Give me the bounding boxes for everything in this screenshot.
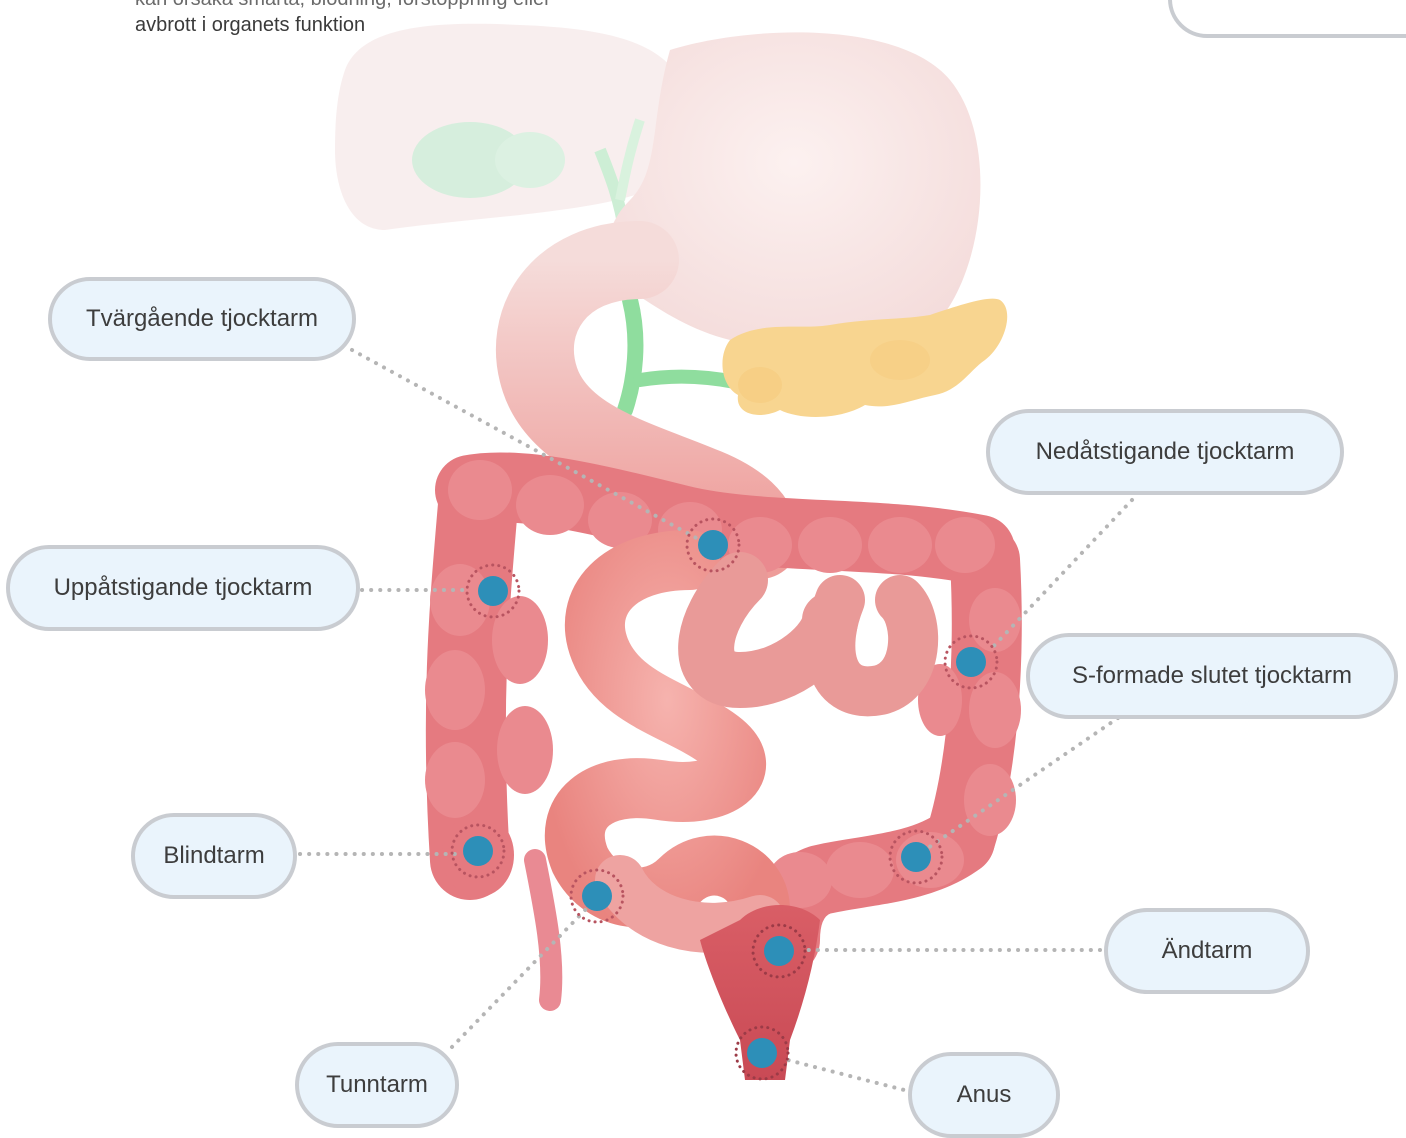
label-rectum-text: Ändtarm [1162,937,1253,965]
label-sigmoid-colon-text: S-formade slutet tjocktarm [1072,662,1352,690]
corner-pill[interactable] [1168,0,1406,38]
label-transverse-colon-text: Tvärgående tjocktarm [86,305,318,333]
label-ascending-colon-text: Uppåtstigande tjocktarm [54,574,313,602]
intro-text: kan orsaka smärta, blödning, förstoppnin… [135,0,551,38]
label-descending-colon-text: Nedåtstigande tjocktarm [1036,438,1295,466]
label-cecum-text: Blindtarm [163,842,264,870]
label-small-intestine[interactable]: Tunntarm [295,1042,459,1128]
label-transverse-colon[interactable]: Tvärgående tjocktarm [48,277,356,361]
label-ascending-colon[interactable]: Uppåtstigande tjocktarm [6,545,360,631]
label-small-intestine-text: Tunntarm [326,1071,428,1099]
intro-line-1: kan orsaka smärta, blödning, förstoppnin… [135,0,551,12]
label-sigmoid-colon[interactable]: S-formade slutet tjocktarm [1026,633,1398,719]
label-descending-colon[interactable]: Nedåtstigande tjocktarm [986,409,1344,495]
intro-line-2: avbrott i organets funktion [135,12,551,38]
label-rectum[interactable]: Ändtarm [1104,908,1310,994]
leader-small-intestine [452,905,590,1047]
label-cecum[interactable]: Blindtarm [131,813,297,899]
stomach [608,32,981,357]
label-anus[interactable]: Anus [908,1052,1060,1138]
leader-anus [780,1058,912,1092]
label-anus-text: Anus [957,1081,1012,1109]
